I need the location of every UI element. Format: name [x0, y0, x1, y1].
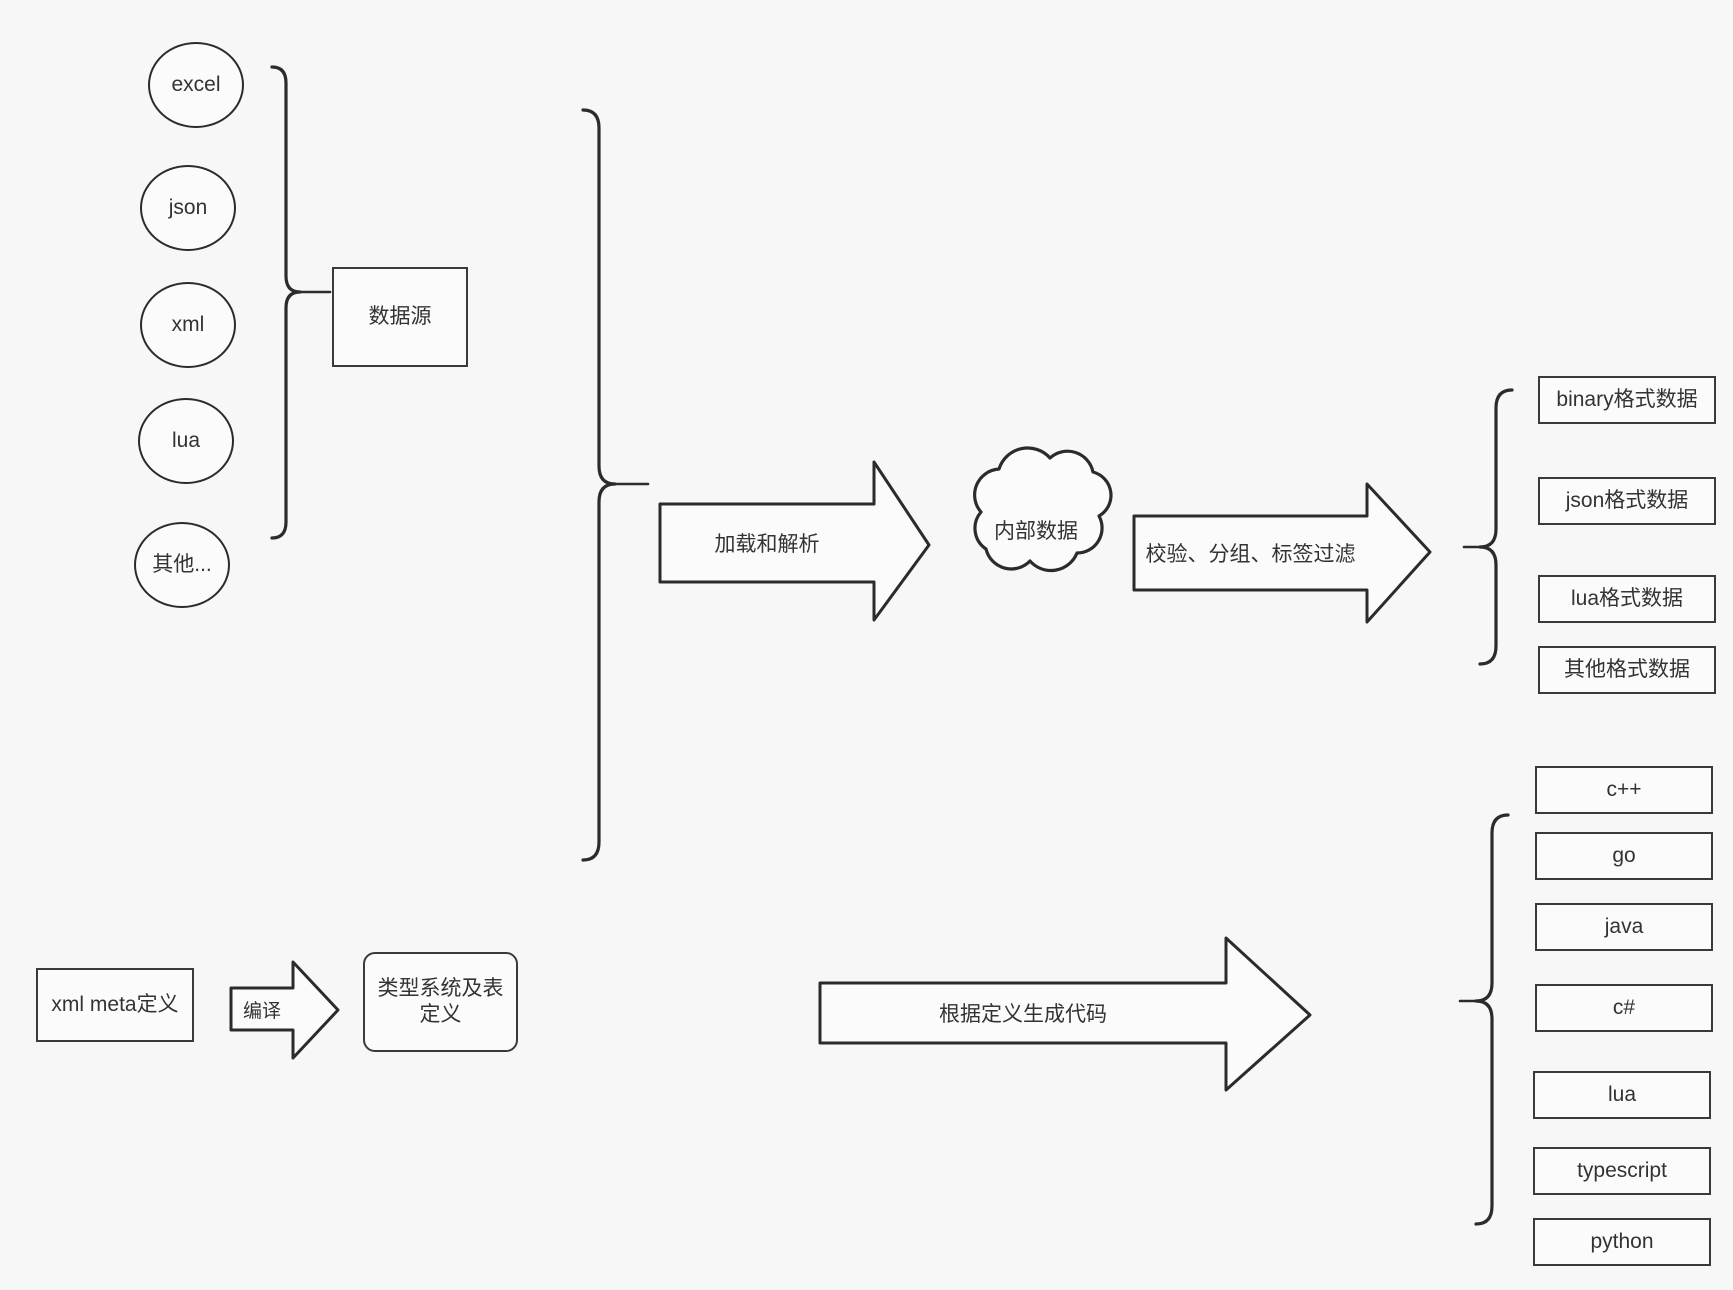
- load-parse-label: 加载和解析: [660, 520, 874, 566]
- output-format-label: json格式数据: [1565, 488, 1689, 512]
- output-language-label: java: [1604, 914, 1644, 938]
- type-system-box[interactable]: 类型系统及表 定义: [363, 952, 518, 1052]
- load-parse-text: 加载和解析: [714, 533, 820, 556]
- languages-brace: [1474, 813, 1510, 1226]
- output-language-label: lua: [1607, 1082, 1637, 1106]
- output-language-label: c++: [1606, 777, 1642, 801]
- output-language-python[interactable]: python: [1533, 1218, 1711, 1266]
- output-language-go[interactable]: go: [1535, 832, 1713, 880]
- source-node-other[interactable]: 其他...: [134, 522, 230, 608]
- datasource-label: 数据源: [368, 304, 432, 328]
- source-node-xml[interactable]: xml: [140, 282, 236, 368]
- output-language-csharp[interactable]: c#: [1535, 984, 1713, 1032]
- internal-data-text: 内部数据: [994, 520, 1078, 543]
- sources-brace: [270, 65, 302, 540]
- output-format-json[interactable]: json格式数据: [1538, 477, 1716, 525]
- source-label: xml: [171, 312, 205, 336]
- xml-meta-box[interactable]: xml meta定义: [36, 968, 194, 1042]
- source-label: json: [168, 195, 208, 219]
- output-language-lua[interactable]: lua: [1533, 1071, 1711, 1119]
- source-node-lua[interactable]: lua: [138, 398, 234, 484]
- type-system-label: 类型系统及表 定义: [377, 976, 504, 1026]
- source-label: lua: [171, 428, 201, 452]
- compile-text: 编译: [242, 1000, 281, 1022]
- internal-data-cloud: [973, 446, 1113, 573]
- output-format-label: lua格式数据: [1570, 586, 1684, 610]
- output-language-typescript[interactable]: typescript: [1533, 1147, 1711, 1195]
- output-format-lua[interactable]: lua格式数据: [1538, 575, 1716, 623]
- output-format-binary[interactable]: binary格式数据: [1538, 376, 1716, 424]
- output-language-label: python: [1590, 1229, 1654, 1253]
- pipeline-brace: [581, 108, 617, 862]
- output-language-java[interactable]: java: [1535, 903, 1713, 951]
- output-format-other[interactable]: 其他格式数据: [1538, 646, 1716, 694]
- formats-brace: [1478, 388, 1514, 666]
- output-language-label: go: [1612, 843, 1636, 867]
- internal-data-label: 内部数据: [981, 512, 1091, 548]
- xml-meta-label: xml meta定义: [51, 992, 179, 1016]
- source-label: excel: [171, 72, 221, 96]
- output-language-label: typescript: [1577, 1158, 1667, 1182]
- codegen-label: 根据定义生成代码: [820, 988, 1226, 1038]
- output-format-label: 其他格式数据: [1564, 657, 1690, 681]
- filter-label: 校验、分组、标签过滤: [1134, 530, 1367, 576]
- output-format-label: binary格式数据: [1556, 387, 1698, 411]
- filter-text: 校验、分组、标签过滤: [1145, 543, 1356, 566]
- codegen-text: 根据定义生成代码: [939, 1003, 1107, 1026]
- source-node-excel[interactable]: excel: [148, 42, 244, 128]
- compile-label: 编译: [231, 988, 293, 1030]
- source-label: 其他...: [152, 552, 212, 576]
- source-node-json[interactable]: json: [140, 165, 236, 251]
- output-language-cpp[interactable]: c++: [1535, 766, 1713, 814]
- datasource-box[interactable]: 数据源: [332, 267, 468, 367]
- output-language-label: c#: [1612, 995, 1636, 1019]
